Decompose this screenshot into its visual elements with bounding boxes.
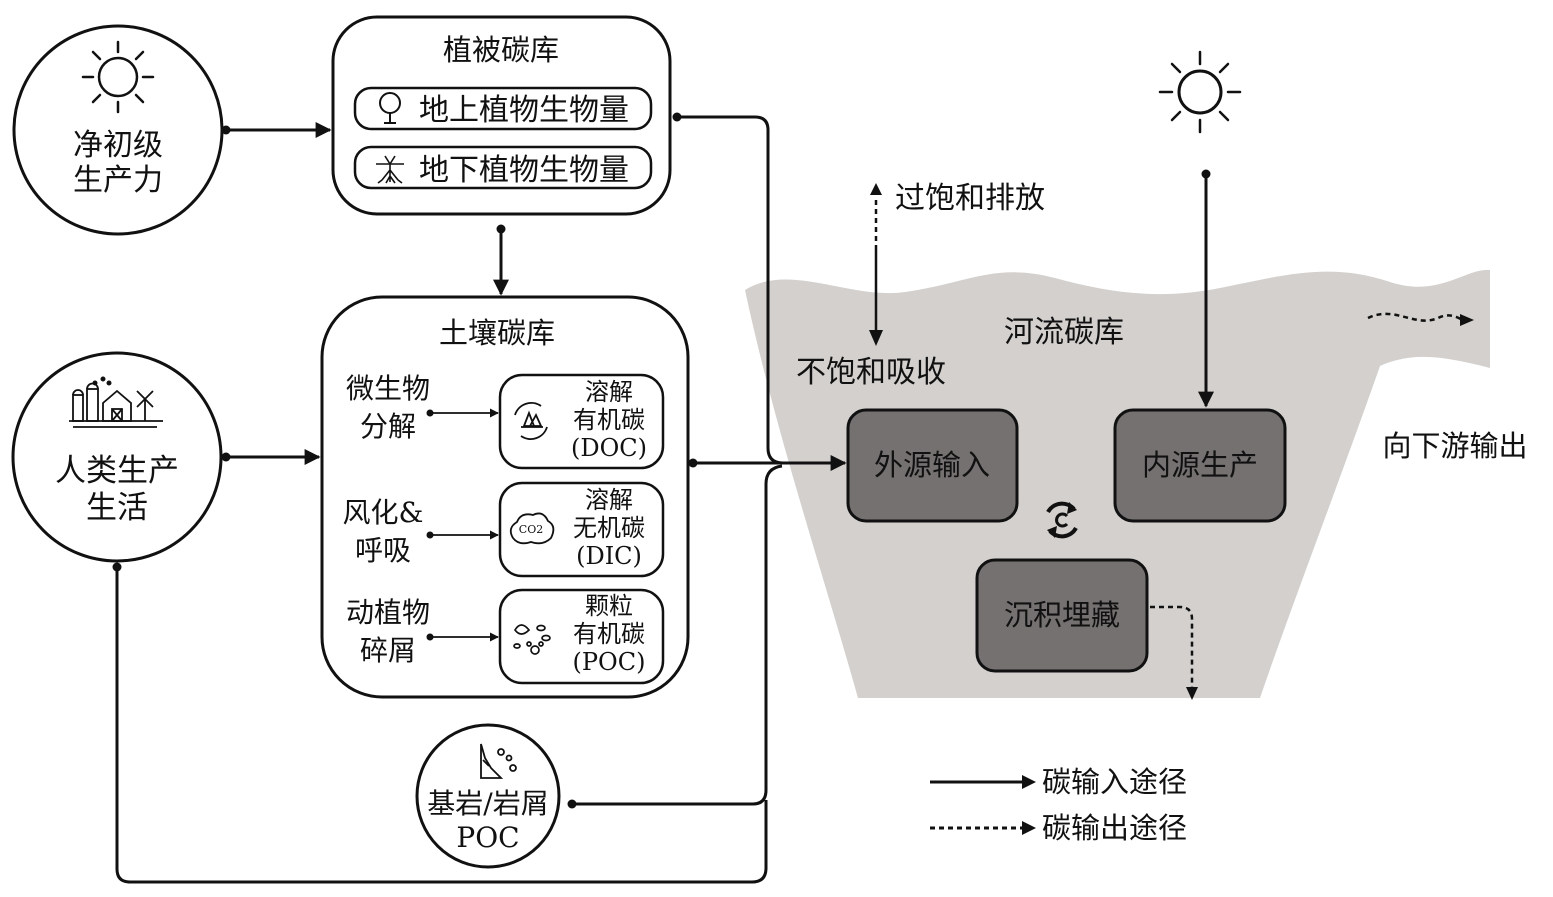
bedrock-label-line2: POC bbox=[456, 821, 519, 854]
human-label-line1: 人类生产 bbox=[55, 453, 179, 489]
doc-line3: (DOC) bbox=[571, 434, 647, 462]
poc-line3: (POC) bbox=[573, 648, 646, 676]
soil-source-2-line1: 风化& bbox=[343, 496, 424, 529]
sun-icon bbox=[1158, 50, 1242, 134]
human-activity-node: 人类生产 生活 bbox=[11, 351, 223, 563]
bedrock-node: 基岩/岩屑 POC bbox=[415, 723, 561, 869]
bedrock-label-line1: 基岩/岩屑 bbox=[427, 787, 548, 820]
poc-line1: 颗粒 bbox=[585, 592, 633, 620]
soil-source-1-line2: 分解 bbox=[360, 410, 416, 443]
soil-title: 土壤碳库 bbox=[439, 316, 555, 350]
soil-pool: 土壤碳库 微生物 分解 溶解 有机碳 (DOC) 风化& 呼吸 CO2 溶解 无… bbox=[320, 295, 690, 699]
dic-line2: 无机碳 bbox=[573, 514, 645, 542]
vegetation-title: 植被碳库 bbox=[443, 33, 559, 67]
soil-source-2-line2: 呼吸 bbox=[355, 534, 411, 567]
soil-source-3-line1: 动植物 bbox=[346, 596, 430, 629]
human-label-line2: 生活 bbox=[86, 490, 148, 526]
above-ground-box bbox=[353, 86, 653, 131]
farm-icon bbox=[69, 376, 163, 428]
doc-box bbox=[498, 373, 665, 470]
npp-label-line2: 生产力 bbox=[73, 163, 163, 198]
legend-output-label: 碳输出途径 bbox=[1042, 811, 1187, 845]
leaf-debris-icon bbox=[513, 624, 551, 655]
downstream-label: 向下游输出 bbox=[1382, 429, 1527, 463]
internal-production-label: 内源生产 bbox=[1142, 448, 1258, 482]
dic-box bbox=[498, 481, 665, 578]
npp-label-line1: 净初级 bbox=[73, 128, 163, 163]
co2-cloud-icon: CO2 bbox=[509, 512, 555, 545]
vegetation-pool: 植被碳库 地上植物生物量 地下植物生物量 bbox=[331, 15, 672, 216]
doc-line1: 溶解 bbox=[585, 378, 633, 406]
external-input-box bbox=[846, 408, 1019, 523]
legend: 碳输入途径 碳输出途径 bbox=[930, 765, 1187, 845]
gas-exchange-arrow bbox=[869, 183, 883, 346]
sun-icon bbox=[81, 40, 155, 114]
below-ground-box bbox=[353, 145, 653, 190]
poc-box bbox=[498, 588, 665, 685]
rock-slope-icon bbox=[480, 743, 517, 779]
soil-source-1-line1: 微生物 bbox=[346, 372, 430, 405]
oversaturated-label: 过饱和排放 bbox=[895, 181, 1045, 216]
roots-icon bbox=[376, 155, 404, 184]
doc-line2: 有机碳 bbox=[573, 406, 645, 434]
downstream-arrow bbox=[1367, 312, 1464, 322]
cycle-icon bbox=[1046, 501, 1078, 539]
above-ground-label: 地上植物生物量 bbox=[419, 93, 629, 128]
river-title: 河流碳库 bbox=[1004, 315, 1124, 350]
dic-line1: 溶解 bbox=[585, 486, 633, 514]
burial-output-arrow bbox=[1150, 605, 1194, 690]
below-ground-label: 地下植物生物量 bbox=[419, 153, 629, 188]
internal-production-box bbox=[1113, 408, 1287, 523]
legend-input-label: 碳输入途径 bbox=[1042, 765, 1187, 799]
leaves-cycle-icon bbox=[514, 402, 548, 440]
external-input-label: 外源输入 bbox=[874, 448, 990, 482]
connectors bbox=[112, 112, 1214, 884]
npp-node: 净初级 生产力 bbox=[12, 24, 224, 236]
burial-box bbox=[975, 558, 1149, 673]
dic-line3: (DIC) bbox=[576, 542, 642, 570]
svg-text:CO2: CO2 bbox=[519, 523, 543, 536]
soil-source-3-line2: 碎屑 bbox=[360, 634, 416, 667]
burial-label: 沉积埋藏 bbox=[1004, 598, 1120, 632]
poc-line2: 有机碳 bbox=[573, 620, 645, 648]
tree-icon bbox=[379, 92, 401, 124]
undersaturated-label: 不饱和吸收 bbox=[796, 355, 946, 390]
